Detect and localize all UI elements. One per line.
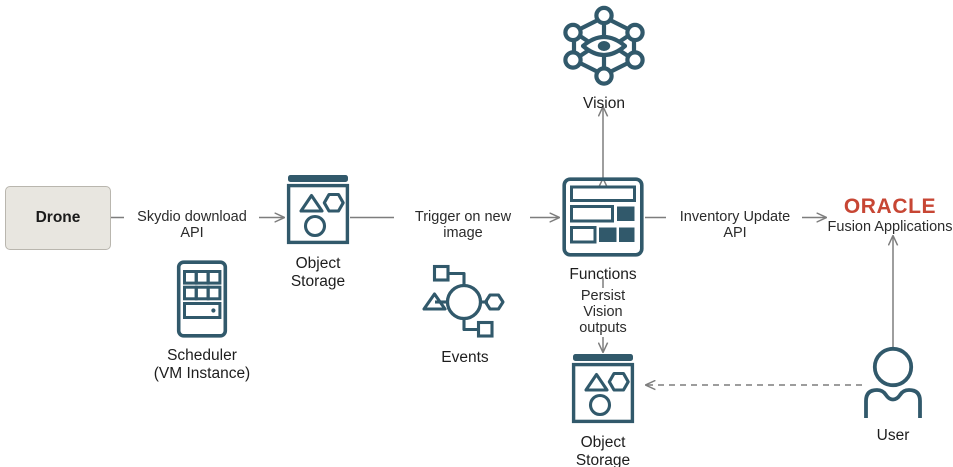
- node-drone-label: Drone: [35, 209, 81, 226]
- functions-icon: [556, 177, 650, 262]
- oracle-subtitle: Fusion Applications: [827, 219, 953, 235]
- scheduler-grid-icon: [162, 260, 242, 343]
- edge-label-skydio-download-api: Skydio download API: [126, 209, 258, 242]
- edge-label-inventory-update-api: Inventory Update API: [668, 209, 802, 242]
- node-object-storage-2-label: Object Storage: [575, 434, 631, 467]
- object-storage-icon: [570, 351, 636, 430]
- vision-network-eye-icon: [558, 4, 650, 91]
- node-events-label: Events: [441, 349, 489, 366]
- node-events[interactable]: Events: [418, 262, 512, 367]
- node-vision[interactable]: Vision: [558, 4, 650, 113]
- node-user-label: User: [876, 427, 910, 444]
- edge-label-persist-vision-outputs: Persist Vision outputs: [566, 288, 640, 337]
- node-vision-label: Vision: [583, 95, 625, 112]
- node-oracle-fusion-applications[interactable]: ORACLE Fusion Applications: [826, 196, 953, 236]
- events-node-icon: [418, 262, 512, 345]
- node-functions-label: Functions: [569, 266, 637, 283]
- oracle-wordmark: ORACLE: [843, 195, 937, 218]
- node-object-storage-1-label: Object Storage: [290, 255, 346, 290]
- node-functions[interactable]: Functions: [556, 177, 650, 284]
- node-scheduler[interactable]: Scheduler (VM Instance): [148, 260, 256, 382]
- user-person-icon: [856, 346, 930, 423]
- node-user[interactable]: User: [856, 346, 930, 445]
- edge-label-trigger-on-new-image: Trigger on new image: [396, 209, 530, 242]
- object-storage-icon: [285, 172, 351, 251]
- node-object-storage-1[interactable]: Object Storage: [285, 172, 351, 290]
- node-drone[interactable]: Drone: [5, 186, 111, 250]
- node-object-storage-2[interactable]: Object Storage: [570, 351, 636, 467]
- node-scheduler-label: Scheduler (VM Instance): [153, 347, 251, 382]
